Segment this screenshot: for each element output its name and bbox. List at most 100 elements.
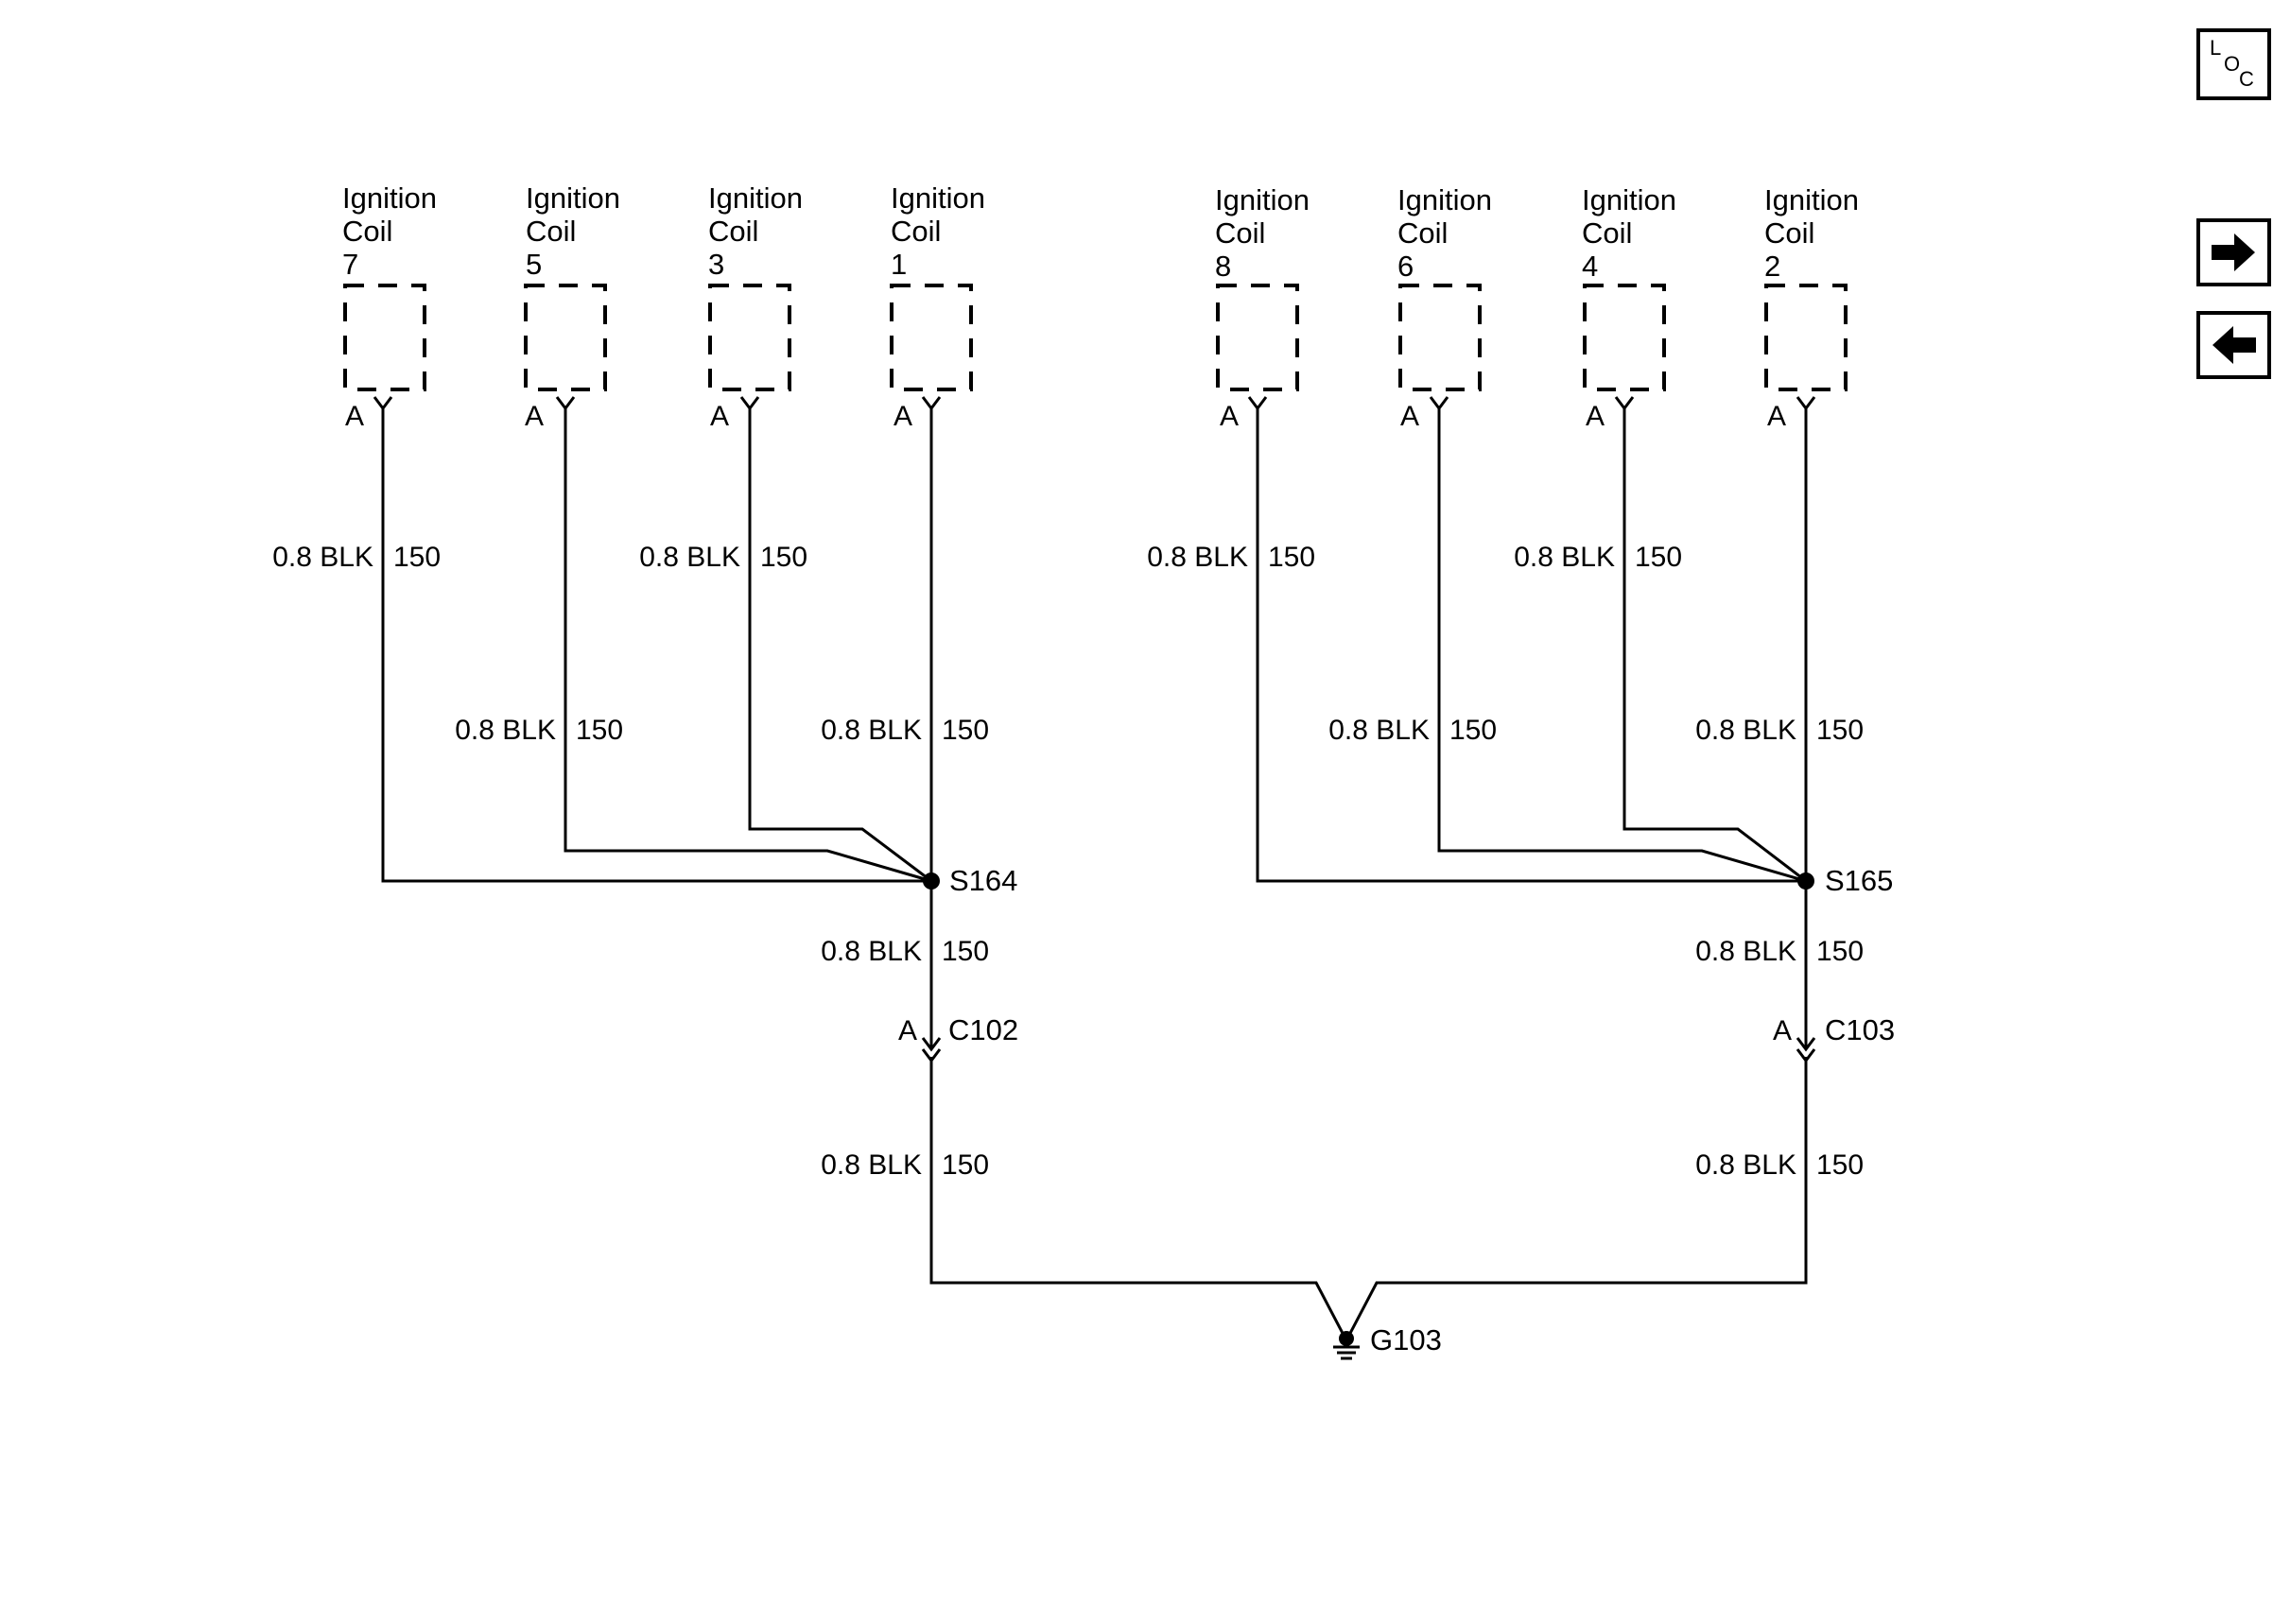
ground-label: G103 (1370, 1323, 1442, 1356)
back-button[interactable] (2196, 311, 2271, 379)
coil-subtitle: Coil (1215, 216, 1265, 250)
wire-circuit-label: 150 (942, 715, 989, 746)
loc-letter-o: O (2224, 52, 2240, 76)
ignition-coil-7: Ignition Coil 7 A (342, 181, 437, 432)
coil-pin-label: A (1767, 401, 1786, 432)
terminal-coil-3 (739, 396, 760, 411)
ignition-coil-5: Ignition Coil 5 A (524, 181, 620, 432)
terminal-coil-2 (1796, 396, 1816, 411)
coil-subtitle: Coil (1764, 216, 1814, 250)
wire-gauge-label: 0.8 BLK (272, 542, 373, 573)
arrow-right-icon (2212, 233, 2255, 271)
wire-circuit-label: 150 (1268, 542, 1315, 573)
splice-label: S164 (949, 864, 1017, 897)
coil-pin-label: A (1400, 401, 1419, 432)
wire-coil-3 (748, 408, 932, 883)
loc-button-frame (2196, 28, 2271, 100)
wire-circuit-label: 150 (576, 715, 623, 746)
wire-gauge-label: 0.8 BLK (1147, 542, 1248, 573)
wire-gauge-label: 0.8 BLK (821, 715, 922, 746)
coil-title: Ignition (891, 181, 985, 215)
coil-5-box (524, 284, 607, 391)
terminal-coil-7 (373, 396, 393, 411)
wire-circuit-label: 150 (1816, 1149, 1864, 1181)
coil-6-box (1398, 284, 1482, 391)
wire-circuit-label: 150 (942, 1149, 989, 1181)
wire-gauge-label: 0.8 BLK (821, 1149, 922, 1181)
coil-title: Ignition (342, 181, 437, 215)
wire-circuit-label: 150 (1635, 542, 1682, 573)
connector-male-icon (1796, 1037, 1816, 1052)
wire-circuit-label: 150 (942, 936, 989, 967)
wire-circuit-label: 150 (1816, 936, 1864, 967)
coil-title: Ignition (526, 181, 620, 215)
coil-pin-label: A (525, 401, 544, 432)
connector-female-icon (921, 1048, 942, 1063)
coil-number: 3 (708, 248, 724, 281)
coil-number: 2 (1764, 250, 1780, 283)
connector-female-icon (1796, 1048, 1816, 1063)
wire-coil-6 (1437, 408, 1807, 883)
wire-gauge-label: 0.8 BLK (1695, 715, 1796, 746)
coil-8-box (1216, 284, 1299, 391)
loc-letter-c: C (2239, 67, 2254, 91)
coil-number: 1 (891, 248, 907, 281)
coil-title: Ignition (1582, 183, 1676, 216)
wire-coil-4 (1622, 408, 1807, 883)
coil-subtitle: Coil (891, 215, 941, 248)
connector-pin-label: A (898, 1015, 917, 1046)
coil-pin-label: A (1220, 401, 1239, 432)
wire-circuit-label: 150 (1816, 715, 1864, 746)
arrow-left-icon (2212, 326, 2256, 364)
splice-dot (923, 872, 940, 890)
wire-to-ground (929, 1057, 1808, 1344)
coil-2-box (1764, 284, 1848, 391)
coil-number: 7 (342, 248, 358, 281)
wire-gauge-label: 0.8 BLK (1695, 1149, 1796, 1181)
connector-label: C103 (1825, 1013, 1895, 1046)
terminal-coil-8 (1247, 396, 1268, 411)
coil-subtitle: Coil (1397, 216, 1448, 250)
terminal-coil-5 (555, 396, 576, 411)
terminal-coil-4 (1614, 396, 1635, 411)
wire-gauge-label: 0.8 BLK (455, 715, 556, 746)
coil-pin-label: A (710, 401, 729, 432)
splice-s165: S165 (1797, 864, 1893, 897)
ignition-coil-3: Ignition Coil 3 A (708, 181, 803, 432)
wire-gauge-label: 0.8 BLK (1328, 715, 1430, 746)
loc-letter-l: L (2210, 36, 2221, 60)
connector-c102: A C102 (898, 1010, 1018, 1063)
splice-s164: S164 (923, 864, 1017, 897)
terminal-coil-6 (1429, 396, 1449, 411)
coil-number: 4 (1582, 250, 1598, 283)
coil-subtitle: Coil (526, 215, 576, 248)
ignition-coil-1: Ignition Coil 1 A (890, 181, 985, 432)
coil-subtitle: Coil (342, 215, 392, 248)
ignition-coil-2: Ignition Coil 2 A (1764, 183, 1859, 432)
wire-labels: 0.8 BLK 150 0.8 BLK 150 0.8 BLK 150 0.8 … (272, 542, 1864, 1181)
ignition-coil-4: Ignition Coil 4 A (1582, 183, 1676, 432)
coil-3-box (708, 284, 791, 391)
right-bank-wires (1256, 408, 1808, 1010)
wire-coil-8 (1256, 408, 1806, 883)
coil-pin-label: A (1586, 401, 1605, 432)
coil-title: Ignition (1764, 183, 1859, 216)
wire-circuit-label: 150 (1449, 715, 1497, 746)
forward-button[interactable] (2196, 218, 2271, 286)
ignition-coil-6: Ignition Coil 6 A (1397, 183, 1492, 432)
coil-pin-label: A (345, 401, 364, 432)
ground-dot (1339, 1331, 1354, 1346)
coil-4-box (1583, 284, 1666, 391)
loc-button[interactable]: L O C (2196, 28, 2271, 100)
connector-pin-label: A (1773, 1015, 1792, 1046)
wire-gauge-label: 0.8 BLK (821, 936, 922, 967)
coil-title: Ignition (1397, 183, 1492, 216)
connector-c103: A C103 (1773, 1010, 1895, 1063)
coil-number: 5 (526, 248, 542, 281)
connector-label: C102 (948, 1013, 1018, 1046)
coil-pin-label: A (894, 401, 912, 432)
wire-coil-5 (564, 408, 932, 883)
coil-number: 8 (1215, 250, 1231, 283)
wire-gauge-label: 0.8 BLK (639, 542, 740, 573)
